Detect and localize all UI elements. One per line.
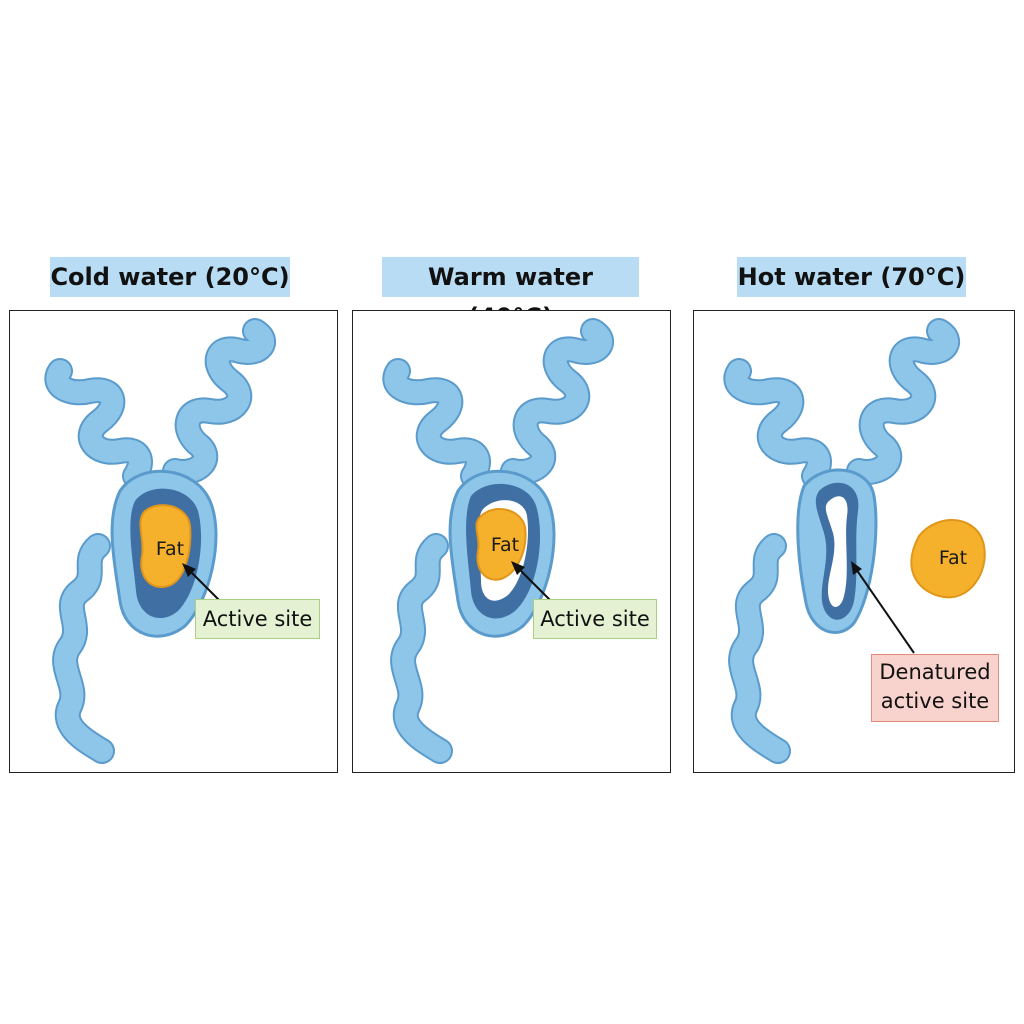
active-site-label: Active site <box>195 599 320 639</box>
panel-3-title: Hot water (70°C) <box>737 257 966 297</box>
panel-warm: Fat Active site <box>352 310 671 773</box>
fat-molecule <box>139 504 192 588</box>
enzyme-diagram-cold: Fat <box>44 318 276 764</box>
protein-ribbon <box>723 318 960 764</box>
fat-label: Fat <box>939 547 967 569</box>
denatured-active-site-label: Denatured active site <box>871 654 999 722</box>
enzyme-diagram-warm: Fat <box>382 318 614 764</box>
enzyme-diagram-hot: Fat <box>723 318 986 764</box>
active-site-label: Active site <box>533 599 657 639</box>
panel-cold: Fat Active site <box>9 310 338 773</box>
pointer-arrow <box>182 563 221 602</box>
protein-ribbon <box>382 318 614 764</box>
fat-label: Fat <box>491 534 519 556</box>
pointer-arrow <box>851 561 915 654</box>
pointer-arrow <box>511 561 552 602</box>
panel-2-title: Warm water (40°C) <box>382 257 639 331</box>
denatured-label-line-2: active site <box>880 689 990 713</box>
panel-1-title: Cold water (20°C) <box>50 257 290 297</box>
fat-molecule <box>910 519 986 599</box>
denatured-label-line-1: Denatured <box>879 660 991 684</box>
panel-hot: Fat Denatured active site <box>693 310 1015 773</box>
fat-label: Fat <box>156 538 184 560</box>
denatured-active-site-cavity <box>825 496 848 607</box>
protein-ribbon <box>44 318 276 764</box>
